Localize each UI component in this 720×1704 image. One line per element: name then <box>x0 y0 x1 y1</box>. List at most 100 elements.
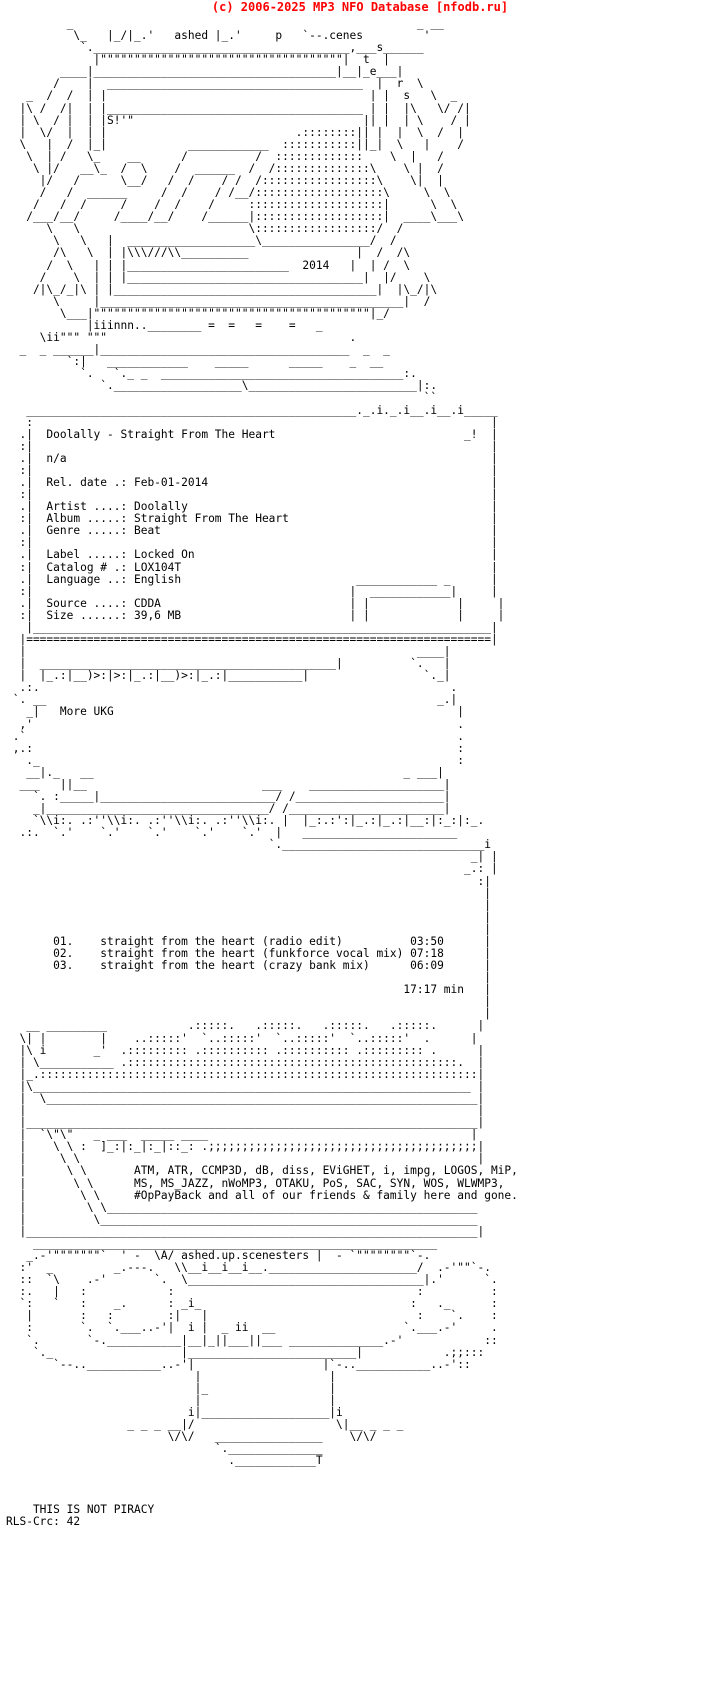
nfo-line: _.: | <box>6 862 498 876</box>
nfo-line: | : : :| | : `. : <box>6 1309 498 1323</box>
nfo-line: | \ \ ATM, ATR, CCMP3D, dB, diss, EViGHE… <box>6 1164 518 1178</box>
nfo-line: \ii""" """ . <box>6 331 357 345</box>
nfo-line: :: `\ .-' `. \__________________________… <box>6 1273 498 1287</box>
nfo-line: |iiinnn..________ = = = = _ <box>6 318 323 332</box>
nfo-line: / | ____________________________________… <box>6 77 424 91</box>
nfo-line: `.______________________________i <box>6 838 491 852</box>
nfo-line: .:. `.' `.' `.' `.' `.' | ______________… <box>6 826 458 840</box>
nfo-line: \ | / \_ __ / / ::::::::::::: \ | / <box>6 149 444 163</box>
nfo-line: |_______________________________________… <box>6 1224 485 1238</box>
nfo-line: :| | <box>6 536 498 550</box>
nfo-line: `:| ____________ _____ _____ _ __ <box>6 355 384 369</box>
nfo-line: .| Doolally - Straight From The Heart _!… <box>6 427 498 441</box>
nfo-line: `` <box>6 391 438 405</box>
nfo-line: | <box>6 886 491 900</box>
nfo-line: |_ | <box>6 1381 337 1395</box>
nfo-line: / \ | | |________________________ 2014 |… <box>6 258 411 272</box>
nfo-line: :| Size ......: 39,6 MB | | | | <box>6 608 505 622</box>
nfo-line: |""""""""""""""""""""""""""""""""""""| t… <box>6 53 390 67</box>
nfo-line: :| Album .....: Straight From The Heart … <box>6 512 498 526</box>
nfo-line: .| Rel. date .: Feb-01-2014 | <box>6 475 498 489</box>
nfo-line: _ _ __ <box>6 17 444 30</box>
nfo-line: .| Language ..: English ____________ _ | <box>6 572 498 586</box>
nfo-line: | <box>6 898 491 912</box>
nfo-line: \ \ | ___________________\______________… <box>6 234 397 248</box>
nfo-line: 02. straight from the heart (funkforce v… <box>6 947 491 961</box>
nfo-line: | \_____________________________________… <box>6 1212 478 1226</box>
nfo-line: /___/__/ /____/__/ /______|:::::::::::::… <box>6 210 465 224</box>
nfo-line: `\\i:. .:''\\i:. .:''\\i:. .:''\\i:. | |… <box>6 814 485 828</box>
nfo-line: / / ______ / / / /__/:::::::::::::::::::… <box>6 186 451 200</box>
nfo-line: :. | : : : : <box>6 1285 498 1299</box>
nfo-line: \ |/ __\_ / \ / ______ / /::::::::::::::… <box>6 161 444 175</box>
nfo-line: `.___________________\__________________… <box>6 379 438 393</box>
nfo-line: :| | ____________| | <box>6 584 498 598</box>
nfo-line: | \ \ | <box>6 1152 485 1166</box>
nfo-line: \ \ \::::::::::::::::::/ / <box>6 222 404 236</box>
nfo-line: .| Label .....: Locked On | <box>6 548 498 562</box>
nfo-line: | <box>6 922 491 936</box>
nfo-line: :' _ _.---. \\__i__i__i__.______________… <box>6 1261 491 1275</box>
nfo-line: 17:17 min | <box>6 983 491 997</box>
nfo-line: \___|"""""""""""""""""""""""""""""""""""… <box>6 306 390 320</box>
nfo-line: .:. . <box>6 681 458 695</box>
nfo-line: \/\/ ________________ \/\/ <box>6 1430 377 1444</box>
nfo-line: _|_________________________________/ /__… <box>6 802 451 816</box>
nfo-line: | <box>6 971 491 985</box>
nfo-line: /|\_/_|\ | |____________________________… <box>6 282 438 296</box>
nfo-line: :| | <box>6 488 498 502</box>
nfo-line: | \ / | | |S!'" || | | \ / | <box>6 113 471 127</box>
nfo-line: ,.: : <box>6 741 465 755</box>
nfo-line: ___ ||__ ___ ____________________| <box>6 777 451 791</box>
nfo-line: 01. straight from the heart (radio edit)… <box>6 934 491 948</box>
nfo-line: .____________T <box>6 1454 323 1468</box>
nfo-line: :| Catalog # .: LOX104T | <box>6 560 498 574</box>
nfo-ascii-text: _ _ __ \_ |_/|_.' ashed |_.' p `--.cenes… <box>6 17 518 1528</box>
nfo-line: | | <box>6 1393 337 1407</box>
nfo-line: _| More UKG | <box>6 705 465 719</box>
nfo-line: `.______________ <box>6 1442 323 1456</box>
nfo-line: | \___________ .::::::::::::::::::::::::… <box>6 1055 485 1069</box>
nfo-line: \_ |_/|_.' ashed |_.' p `--.cenes ' <box>6 29 431 43</box>
nfo-line: `.______________________________________… <box>6 41 424 55</box>
nfo-line: _ _ ______|_____________________________… <box>6 343 390 357</box>
nfo-line: :| <box>6 874 491 888</box>
nfo-line: |\______________________________________… <box>6 1079 485 1093</box>
nfo-line: THIS IS NOT PIRACY <box>6 1502 155 1516</box>
nfo-line: |=======================================… <box>6 632 498 646</box>
nfo-line: | ____| <box>6 645 451 659</box>
nfo-line: _ _ _ __|/ \|__ _ _ _ <box>6 1418 404 1432</box>
nfo-line: `: ` : _. : _i_ : ._ : <box>6 1297 498 1311</box>
nfo-line: | \ \___________________________________… <box>6 1200 478 1214</box>
nfo-line: `. :_____|__________________________/ /_… <box>6 790 451 803</box>
nfo-line: ._ : <box>6 753 465 767</box>
nfo-line: | \ \ : ]_:|:_|:_|::_: .;;;;;;;;;;;;;;;;… <box>6 1140 485 1154</box>
nfo-line: ____|___________________________________… <box>6 65 404 79</box>
nfo-line: ,' . <box>6 717 465 731</box>
nfo-line: :| | <box>6 439 498 453</box>
nfo-line: : `. `.___..-'| i | _ ii __ `.___.-' . <box>6 1321 498 1335</box>
nfo-line: .` . <box>6 729 465 743</box>
nfo-line: | \/ | | | .::::::::|| | | \ / | <box>6 125 465 139</box>
nfo-line: _.-'"""""""` ' - \A/ ashed.up.scenesters… <box>6 1248 431 1262</box>
nfo-line: | \_____________________________________… <box>6 1091 485 1105</box>
nfo-line: / / / / / / / ::::::::::::::::::::| \ \ <box>6 198 458 212</box>
copyright-header: (c) 2006-2025 MP3 NFO Database [nfodb.ru… <box>211 0 509 14</box>
nfo-line: | `\"\" _ ___ _____ ____ | <box>6 1128 478 1142</box>
nfo-line: `--..___________..-'| |`-..___________..… <box>6 1357 471 1371</box>
nfo-line: /\ \ | |\\\///\\__________ | / /\ <box>6 246 411 260</box>
nfo-line: |_______________________________________… <box>6 620 498 634</box>
nfo-line: `. __ _.| <box>6 693 458 707</box>
nfo-line: \| | | ..:::::' `..:::::' `..:::::' `..:… <box>6 1031 478 1045</box>
nfo-line: |\ i _' .::::::::: .:::::::::: .::::::::… <box>6 1043 485 1057</box>
nfo-line: `._ |_________________________| .;;::: <box>6 1345 485 1359</box>
nfo-line: .| Source ....: CDDA | | | | <box>6 596 505 610</box>
nfo-line: \ | / |_| ____________ :::::::::::||_| \… <box>6 137 465 151</box>
nfo-line: .| n/a | <box>6 451 498 465</box>
nfo-line: |_______________________________________… <box>6 1116 485 1130</box>
nfo-line: .| Artist ....: Doolally | <box>6 500 498 514</box>
nfo-line: i|___________________|i <box>6 1405 343 1419</box>
nfo-line: RLS-Crc: 42 <box>6 1514 81 1528</box>
nfo-line: | <box>6 1007 491 1021</box>
nfo-line: \ |_____________________________________… <box>6 294 431 308</box>
